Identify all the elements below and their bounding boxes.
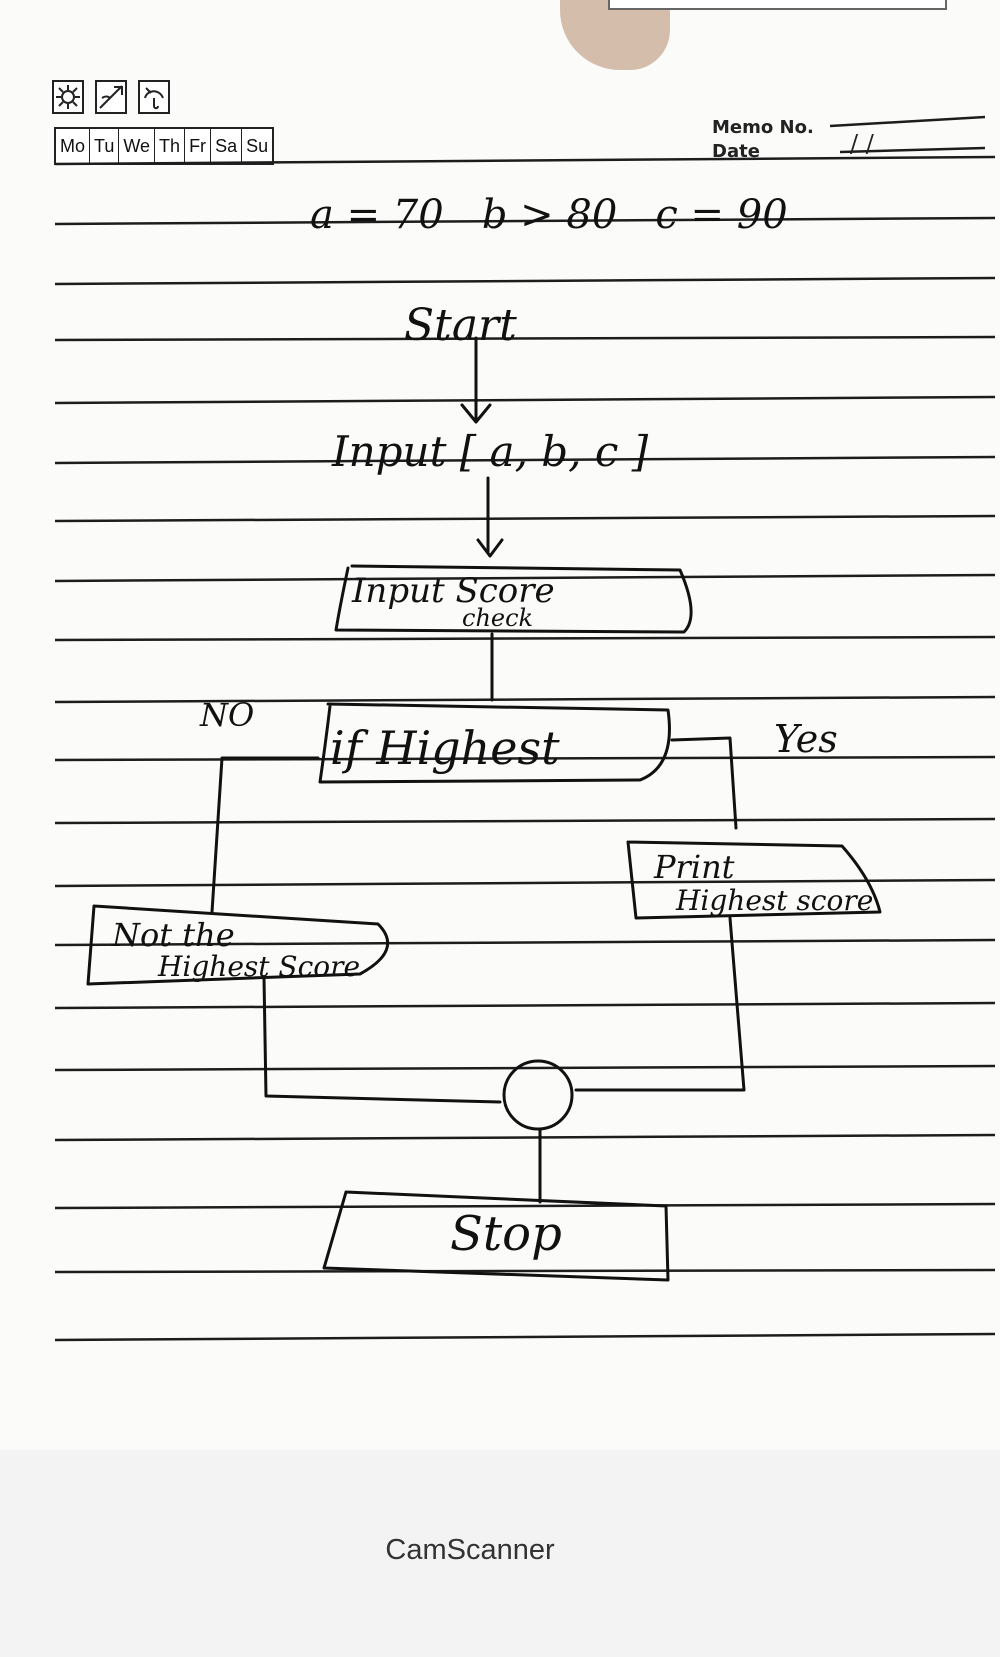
stop-box [322,1190,670,1282]
no-branch-line [210,756,320,914]
start-arrow [460,336,492,424]
yes-box-line2: Highest score [675,884,873,917]
day-we: We [119,129,156,163]
score-label-line1: Input Score [351,571,555,611]
yes-box-line1: Print [653,848,735,886]
day-tu: Tu [90,129,120,163]
given-values: a = 70 b > 80 c = 90 [310,192,788,238]
yes-box [626,840,882,920]
day-th: Th [155,129,186,163]
connector-circle [502,1059,574,1131]
score-label-line2: check [462,604,533,632]
partly-cloudy-icon [95,80,127,114]
day-sa: Sa [211,129,243,163]
rain-icon [138,80,170,114]
no-label: NO [199,696,254,734]
sun-icon [52,80,84,114]
yes-label: Yes [774,717,838,761]
memo-label: Memo No. [712,117,814,138]
no-merge-line [262,976,502,1104]
score-box [334,564,693,634]
decision-box [318,702,671,784]
camscanner-watermark: CamScanner [385,1534,555,1566]
date-label: Date [712,141,760,162]
paper-tab [608,0,947,10]
ruled-lines [54,115,996,1342]
yes-merge-line [574,916,746,1092]
notebook-page: Mo Tu We Th Fr Sa Su Memo No. Date [52,0,996,1342]
weather-icons [52,80,170,114]
stop-label: Stop [450,1206,562,1262]
no-box-line2: Highest Score [157,950,360,983]
decision-label: if Highest [330,721,560,775]
input-label: Input [ a, b, c ] [331,427,649,476]
input-arrow [476,476,504,558]
day-su: Su [246,136,269,156]
date-value: / / [850,130,875,158]
flowchart-shapes [86,336,882,1282]
yes-branch-line [670,736,738,830]
day-mo: Mo [56,129,91,163]
day-fr: Fr [185,129,212,163]
no-box [86,904,390,986]
no-box-line1: Not the [111,916,235,954]
day-selector: Mo Tu We Th Fr Sa Su [54,127,275,165]
start-label: Start [404,300,517,351]
flowchart-sheet: / / a = 70 b > 80 c = 90 Start Input [ a… [54,115,996,1342]
